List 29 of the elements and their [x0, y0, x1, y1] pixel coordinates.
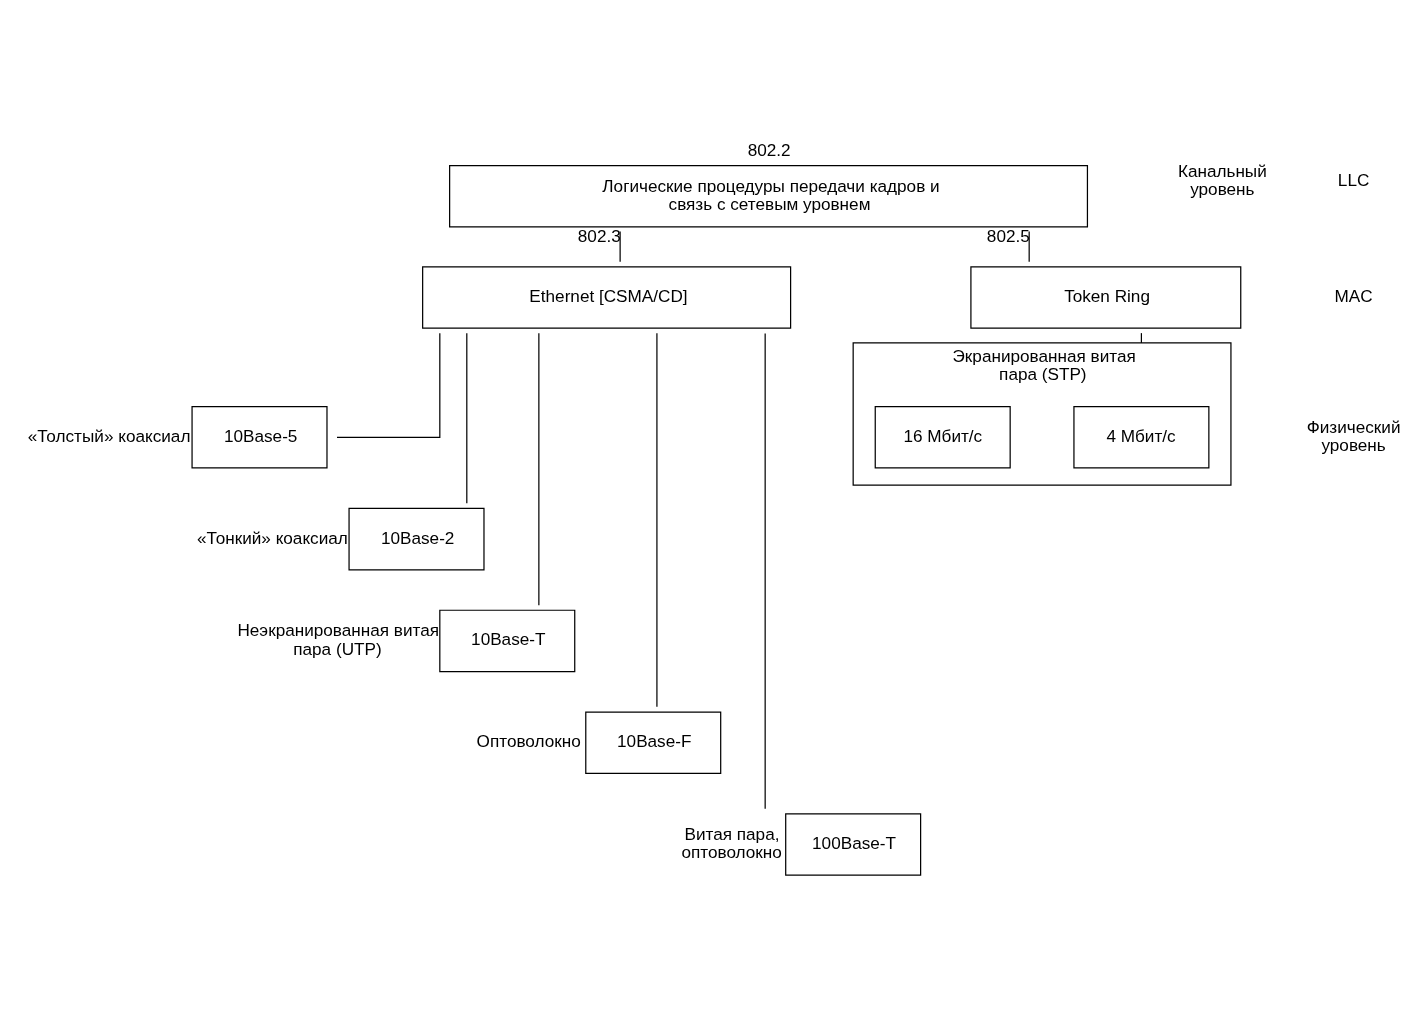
label: Физический уровень — [1306, 416, 1401, 456]
label: Канальный уровень — [1177, 160, 1267, 200]
connector — [538, 332, 540, 606]
label: LLC — [1337, 170, 1370, 191]
edge-label: 802.3 — [577, 225, 621, 246]
node-label: «Толстый» коаксиал — [27, 425, 191, 446]
node-label: 802.2 — [747, 140, 791, 161]
node-box: 100Base-T — [785, 813, 922, 876]
node-label: «Тонкий» коаксиал — [196, 527, 348, 548]
connector — [336, 332, 441, 438]
connector — [1028, 230, 1030, 263]
connector — [656, 332, 658, 708]
node-box: Token Ring — [970, 266, 1242, 329]
node-label: Витая пара, оптоволокно — [681, 823, 782, 863]
node-label: Неэкранированная витая пара (UTP) — [237, 620, 440, 659]
edge-label: 802.5 — [986, 225, 1030, 246]
connector — [619, 230, 621, 263]
node-box: 10Base-F — [585, 711, 722, 774]
connector — [764, 332, 766, 810]
label: MAC — [1334, 286, 1373, 307]
node-box: 10Base-5 — [191, 406, 328, 469]
node-label: Оптоволокно — [476, 731, 581, 752]
node-box: Ethernet [CSMA/CD] — [422, 266, 792, 329]
node-box: 16 Мбит/с — [874, 406, 1011, 469]
node-box: 10Base-2 — [348, 507, 485, 571]
node-box: 10Base-T — [439, 609, 576, 673]
node-box: Логические процедуры передачи кадров и связь с сетевым уровнем — [449, 165, 1089, 228]
node-box: 4 Мбит/с — [1073, 406, 1210, 469]
connector — [466, 332, 468, 504]
